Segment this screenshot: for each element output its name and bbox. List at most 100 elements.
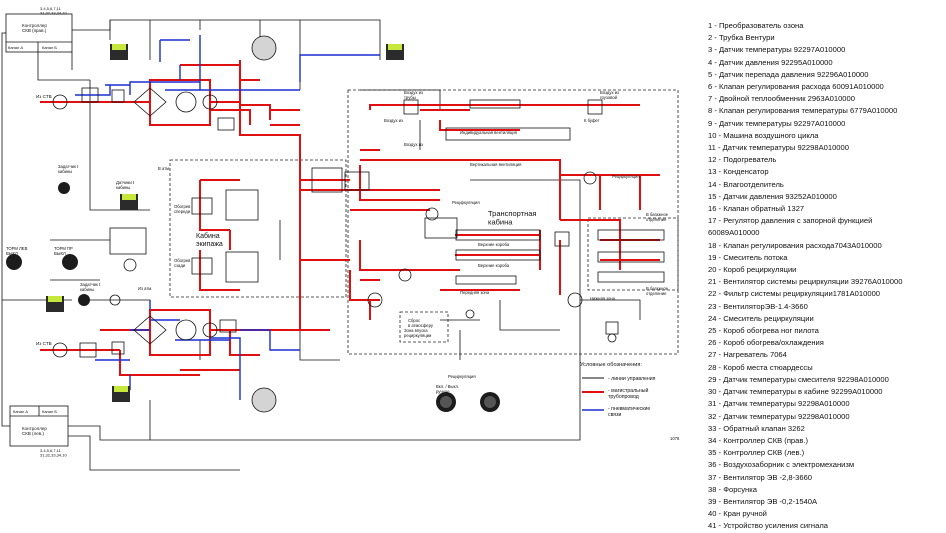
legend-item: 19 - Смеситель потока [708, 252, 788, 262]
legend-item: 25 - Короб обогрева ног пилота [708, 326, 819, 336]
legend-item: 37 - Вентилятор ЭВ -2,8-3660 [708, 472, 813, 482]
legend-item: 17 - Регулятор давления с запорной функц… [708, 216, 873, 226]
legend-item: 13 - Конденсатор [708, 167, 769, 177]
zone-temp-knob-icon[interactable] [58, 182, 70, 194]
legend-item: 40 - Кран ручной [708, 509, 767, 519]
legend-item: 30 - Датчик температуры в кабине 92299А0… [708, 387, 883, 397]
legend-item: 26 - Короб обогрева/охлаждения [708, 338, 824, 348]
legend-item: 2 - Трубка Вентури [708, 33, 775, 43]
legend-item: 29 - Датчик температуры смесителя 92298А… [708, 374, 889, 384]
label-ks-right: Из СТВ [36, 94, 52, 99]
controller-right-chan-b: Канал Б [42, 45, 57, 50]
legend-item: 15 - Датчик давления 93252А010000 [708, 191, 837, 201]
label-recirc-bottom: Рециркуляция [448, 374, 476, 379]
label-overboard: Из атм. [138, 286, 152, 291]
label-ks-left: Из СТВ [36, 341, 52, 346]
line-legend-title: Условные обозначения: [580, 362, 642, 368]
legend-item: 10 - Машина воздушного цикла [708, 130, 819, 140]
legend-item: 12 - Подогреватель [708, 155, 777, 165]
control-lines [1, 19, 641, 471]
line-type-label-control: - линии управления [608, 376, 656, 382]
label-recirc-top: Рециркуляция [452, 200, 480, 205]
label-lower-zone: Нижняя зона [590, 296, 616, 301]
legend-item: 9 - Датчик температуры 92297А010000 [708, 118, 846, 128]
legend-item: 22 - Фильтр системы рециркуляции1781А010… [708, 289, 881, 299]
legend-item: 41 - Устройство усиления сигнала [708, 521, 828, 531]
component-legend: 1 - Преобразователь озона 2 - Трубка Вент… [708, 20, 944, 533]
legend-item: 23 - ВентиляторЭВ-1.4-3660 [708, 301, 808, 311]
label-air-side-left: Воздух из [404, 142, 423, 147]
label-to-atm: В атм. [158, 166, 170, 171]
legend-item: 24 - Смеситель рециркуляции [708, 313, 814, 323]
legend-item: 5 - Датчик перепада давления 92296А01000… [708, 69, 869, 79]
legend-item: 3 - Датчик температуры 92297А010000 [708, 45, 846, 55]
equipment [52, 87, 665, 358]
label-rear-note: Вертикальная вентиляция [470, 162, 521, 167]
legend-item: 32 - Датчик температуры 92298А010000 [708, 411, 850, 421]
legend-item: 4 - Датчик давления 92295А010000 [708, 57, 833, 67]
legend-item: 18 - Клапан регулирования расхода7043А01… [708, 240, 882, 250]
legend-item: 33 - Обратный клапан 3262 [708, 423, 805, 433]
legend-item: 38 - Форсунка [708, 484, 757, 494]
label-front-zone: Передняя зона [460, 290, 490, 295]
line-type-legend: Условные обозначения: - линии управления… [580, 362, 656, 418]
legend-item: 6 - Клапан регулирования расхода 60091А0… [708, 82, 884, 92]
label-upper-box: Верхние короба [478, 242, 510, 247]
legend-item: 39 - Вентилятор ЭВ -0,2-1540А [708, 496, 818, 506]
legend-item: 16 - Клапан обратный 1327 [708, 204, 805, 214]
controller-right-chan-a: Канал А [8, 45, 23, 50]
mode-selector-right-icon[interactable] [62, 254, 78, 270]
legend-item: 28 - Короб места стюардессы [708, 362, 813, 372]
legend-item: 27 - Нагреватель 7064 [708, 350, 787, 360]
label-upper-box-2: Верхние короба [478, 263, 510, 268]
legend-item: 20 - Короб рециркуляции [708, 265, 797, 275]
label-ind-vent: Индивидуальная вентиляция [460, 130, 517, 135]
zone-temp-knob-2-icon[interactable] [78, 294, 90, 306]
legend-item: 1 - Преобразователь озона [708, 21, 804, 30]
legend-item: 60089А010000 [708, 228, 760, 238]
legend-item: 14 - Влагоотделитель [708, 179, 784, 189]
legend-item: 34 - Контроллер СКВ (прав.) [708, 435, 809, 445]
legend-item: 11 - Датчик температуры 92298А010000 [708, 143, 849, 153]
indicator-panels [6, 35, 500, 413]
legend-item: 7 - Двойной теплообменник 2963А010000 [708, 94, 855, 104]
label-buffet: К буфет [584, 118, 600, 123]
pneumatic-links [75, 35, 380, 400]
label-manual: Вкл. / Выкл.ручное [436, 384, 459, 394]
main-ducting [40, 60, 660, 376]
legend-item: 35 - Контроллер СКВ (лев.) [708, 448, 805, 458]
legend-item: 36 - Воздухозаборник с электромеханизм [708, 460, 855, 470]
zone-boundaries [169, 89, 679, 355]
label-drawing-no: 1078 [670, 436, 680, 441]
mode-selector-left-icon[interactable] [6, 254, 22, 270]
label-air-side-right: Воздух из [384, 118, 403, 123]
air-inlet-gauge-upper [251, 35, 277, 61]
air-inlet-gauge-lower [251, 387, 277, 413]
label-recirc-mid: Рециркуляция [612, 174, 640, 179]
controller-left-chan-b: Канал Б [42, 409, 57, 414]
